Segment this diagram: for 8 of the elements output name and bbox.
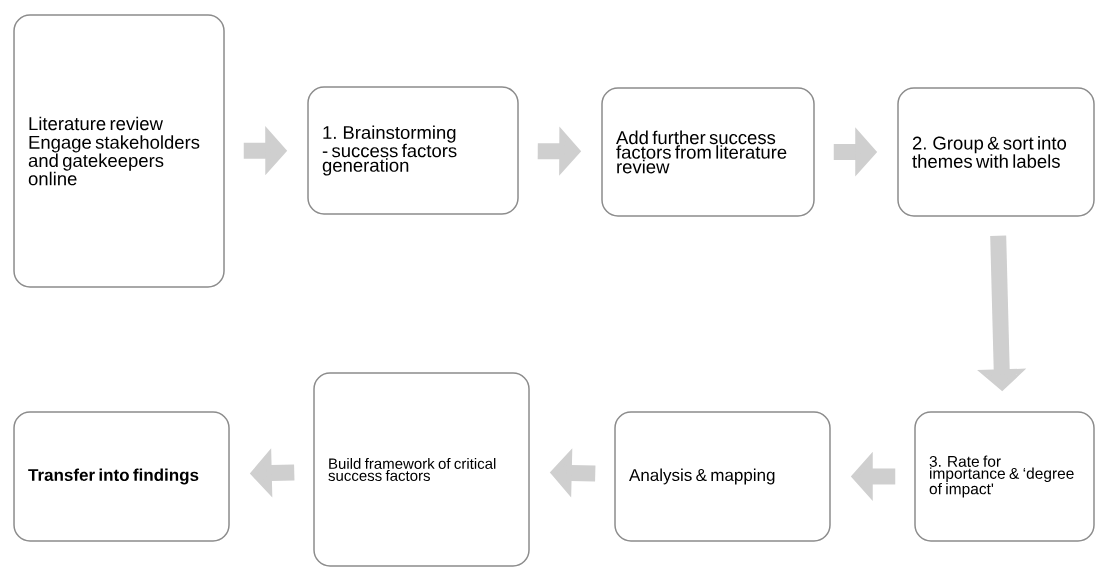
process-box: 2. Group & sort into themes with labels (897, 87, 1095, 217)
process-box: Transfer into findings (13, 411, 230, 542)
process-box: 3. Rate for importance & ‘degree of impact' (914, 411, 1095, 542)
process-box: Build framework of critical success factors (313, 372, 530, 567)
process-box: Add further success factors from literature review (601, 87, 815, 217)
process-box: 1. Brainstorming - success factors generation (307, 86, 519, 215)
process-box: Analysis & mapping (614, 411, 831, 542)
process-box: Literature review Engage stakeholders and gatekeepers online (13, 14, 225, 288)
